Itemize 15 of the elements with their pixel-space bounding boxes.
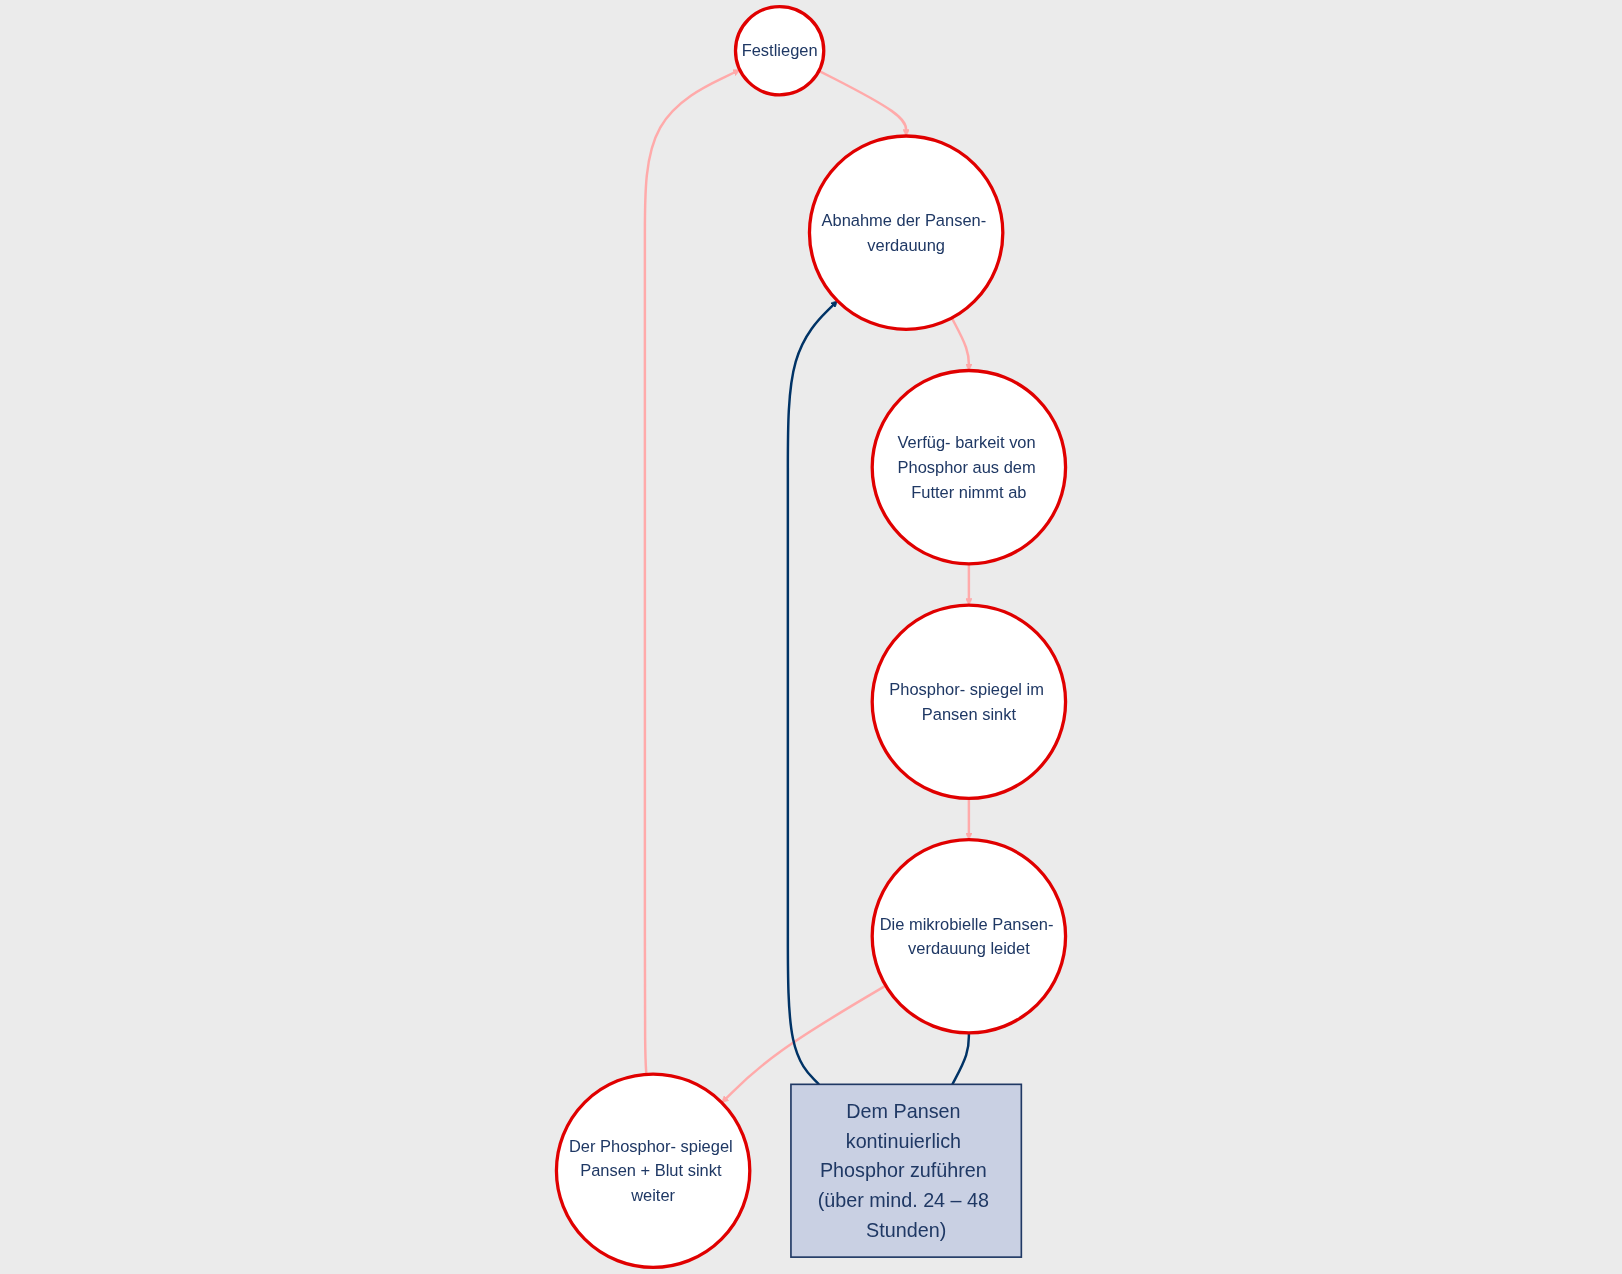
node-circle: Die mikrobielle Pansen- verdauung leidet [870, 837, 1068, 1035]
node-circle: Festliegen [733, 4, 826, 97]
node-circle: Der Phosphor- spiegel Pansen + Blut sinkt weiter [554, 1072, 752, 1270]
arrow [950, 317, 973, 371]
arrow [965, 563, 973, 606]
arrow [721, 984, 887, 1103]
arrow [786, 300, 838, 1086]
node-box: Dem Pansen kontinuierlich Phosphor zuführen (über mind. 24 – 48 Stunden) [790, 1083, 1023, 1258]
arrow [818, 69, 910, 137]
connector [951, 1032, 971, 1085]
arrow [643, 69, 741, 1075]
arrow [965, 798, 973, 840]
node-circle: Verfüg- barkeit von Phosphor aus dem Futter nimmt ab [870, 368, 1068, 566]
node-circle: Phosphor- spiegel im Pansen sinkt [870, 603, 1068, 801]
node-circle: Abnahme der Pansen- verdauung [807, 134, 1005, 331]
